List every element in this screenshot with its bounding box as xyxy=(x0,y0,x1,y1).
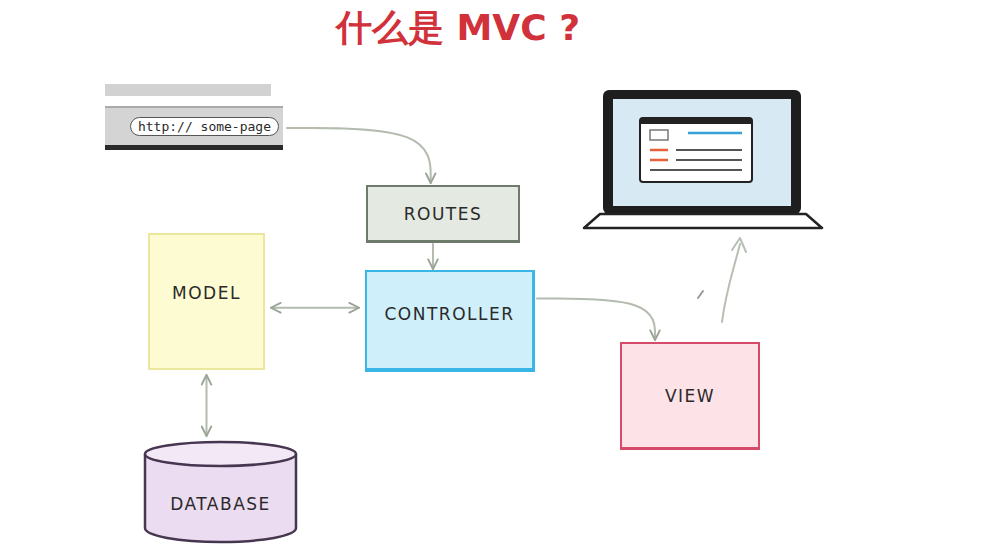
flow-arrow xyxy=(287,128,431,183)
window-line xyxy=(650,159,668,162)
page-title: 什么是 MVC ? xyxy=(0,4,916,53)
controller-box: CONTROLLER xyxy=(365,270,535,372)
pen-mark xyxy=(698,291,703,298)
routes-box: ROUTES xyxy=(366,185,520,243)
window-line xyxy=(650,149,668,152)
screen-window xyxy=(640,118,752,182)
render-arrow xyxy=(722,244,740,322)
cylinder-top xyxy=(145,442,296,466)
node-label: VIEW xyxy=(665,386,715,406)
window-icon xyxy=(650,130,668,140)
url-bar: http:// some-page xyxy=(105,106,283,150)
laptop-bezel xyxy=(603,90,801,214)
flow-arrow xyxy=(206,375,208,436)
node-label: CONTROLLER xyxy=(384,304,514,324)
node-label: MODEL xyxy=(172,283,241,303)
database-cylinder: DATABASE xyxy=(143,440,298,544)
window-line xyxy=(676,159,742,161)
laptop-base xyxy=(584,214,822,228)
window-line xyxy=(676,149,742,151)
view-box: VIEW xyxy=(620,342,760,450)
node-label: DATABASE xyxy=(170,494,271,514)
window-line xyxy=(650,169,742,171)
node-label: http:// some-page xyxy=(130,117,279,136)
node-label: ROUTES xyxy=(404,204,483,224)
model-box: MODEL xyxy=(148,233,265,370)
render-arrowhead xyxy=(732,238,746,252)
cylinder-outline xyxy=(143,440,298,544)
laptop-screen xyxy=(613,99,791,206)
laptop-illustration xyxy=(584,90,822,228)
window-line xyxy=(688,132,742,135)
browser-strip xyxy=(105,84,271,96)
window-bar xyxy=(640,118,752,124)
flow-arrow xyxy=(537,299,655,340)
flow-arrow xyxy=(271,307,359,309)
flow-arrow xyxy=(432,244,434,269)
